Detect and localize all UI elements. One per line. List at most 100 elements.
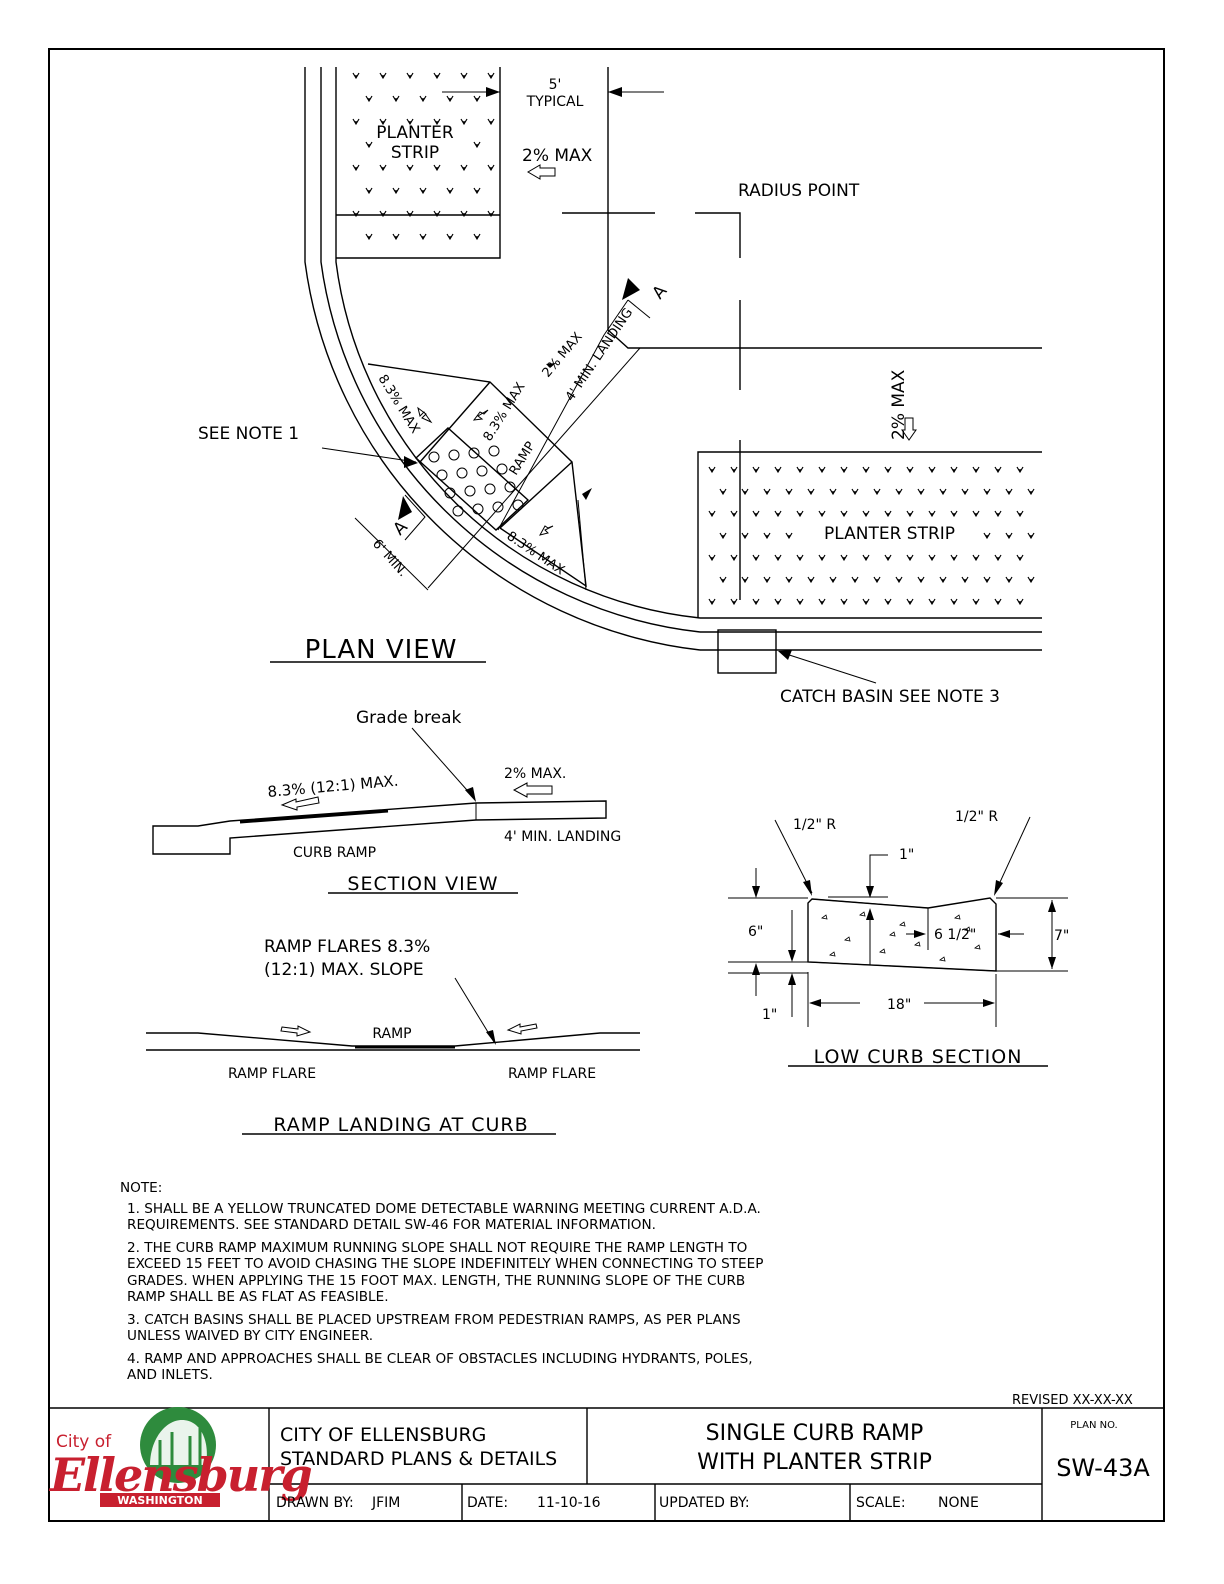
vegetation-mark <box>446 233 454 241</box>
vegetation-mark <box>796 554 804 562</box>
curb-face-line <box>304 67 701 651</box>
vegetation-mark <box>873 488 881 496</box>
vegetation-mark <box>752 510 760 518</box>
sidewalk-edge <box>335 67 701 619</box>
vegetation-mark <box>796 510 804 518</box>
concrete-aggregate <box>939 956 946 962</box>
vegetation-mark <box>796 466 804 474</box>
vegetation-mark <box>785 576 793 584</box>
drawn-by: JFIM <box>372 1495 401 1511</box>
vegetation-mark <box>719 532 727 540</box>
label-flares-2: (12:1) MAX. SLOPE <box>264 960 424 980</box>
vegetation-mark <box>829 576 837 584</box>
truncated-dome <box>476 465 488 477</box>
label-catch-basin: CATCH BASIN SEE NOTE 3 <box>780 687 1000 707</box>
vegetation-mark <box>884 598 892 606</box>
logo-state: WASHINGTON <box>117 1494 203 1507</box>
vegetation-mark <box>392 95 400 103</box>
flare-arrow-left <box>280 1025 312 1037</box>
label-planter-top-1: PLANTER <box>376 123 454 143</box>
vegetation-mark <box>906 554 914 562</box>
vegetation-mark <box>1027 488 1035 496</box>
sheet-title-1: SINGLE CURB RAMP <box>705 1421 924 1446</box>
vegetation-mark <box>460 118 468 126</box>
vegetation-mark <box>419 95 427 103</box>
vegetation-mark <box>884 510 892 518</box>
vegetation-mark <box>829 488 837 496</box>
label-eighteen-in: 18" <box>887 997 911 1013</box>
vegetation-mark <box>487 118 495 126</box>
vegetation-mark <box>460 164 468 172</box>
concrete-aggregate <box>889 931 896 937</box>
low-curb-section: 1/2" R 1/2" R 1" 6" 6 1/2" 7" 1" 18" LOW… <box>728 809 1069 1068</box>
label-flare-left: RAMP FLARE <box>228 1066 316 1082</box>
vegetation-mark <box>406 118 414 126</box>
plan-no: SW-43A <box>1056 1454 1150 1482</box>
truncated-dome <box>504 481 516 493</box>
vegetation-mark <box>446 95 454 103</box>
vegetation-mark <box>950 510 958 518</box>
date-value: 11-10-16 <box>537 1495 601 1511</box>
vegetation-mark <box>446 187 454 195</box>
vegetation-mark <box>785 532 793 540</box>
truncated-dome <box>472 503 484 515</box>
vegetation-mark <box>994 466 1002 474</box>
vegetation-mark <box>884 466 892 474</box>
flare-arrow-right <box>506 1023 538 1035</box>
vegetation-mark <box>352 164 360 172</box>
vegetation-mark <box>392 233 400 241</box>
vegetation-mark <box>473 187 481 195</box>
label-five-ft: 5' <box>549 77 562 93</box>
plan-view-title: PLAN VIEW <box>305 635 458 665</box>
vegetation-mark <box>473 233 481 241</box>
note-item: 2. THE CURB RAMP MAXIMUM RUNNING SLOPE S… <box>127 1239 764 1306</box>
vegetation-mark <box>994 510 1002 518</box>
vegetation-mark <box>983 488 991 496</box>
vegetation-mark <box>460 72 468 80</box>
vegetation-mark <box>365 233 373 241</box>
vegetation-mark <box>1005 576 1013 584</box>
vegetation-mark <box>419 233 427 241</box>
note-item: 3. CATCH BASINS SHALL BE PLACED UPSTREAM… <box>127 1311 741 1345</box>
slope-arrow-ramp <box>280 796 320 811</box>
vegetation-mark <box>873 576 881 584</box>
label-ramp-slope-bottom: 8.3% MAX <box>504 529 567 578</box>
vegetation-mark <box>917 576 925 584</box>
label-six-in: 6" <box>748 924 763 940</box>
vegetation-mark <box>1005 488 1013 496</box>
vegetation-mark <box>983 576 991 584</box>
concrete-aggregate <box>879 948 886 954</box>
vegetation-mark <box>774 554 782 562</box>
vegetation-mark <box>433 72 441 80</box>
truncated-dome <box>496 463 508 475</box>
vegetation-mark <box>994 598 1002 606</box>
revised-date: REVISED XX-XX-XX <box>1012 1393 1133 1408</box>
concrete-aggregate <box>974 944 981 950</box>
vegetation-mark <box>487 164 495 172</box>
vegetation-mark <box>983 532 991 540</box>
concrete-aggregate <box>964 926 971 932</box>
vegetation-mark <box>917 488 925 496</box>
label-one-in-top: 1" <box>899 847 914 863</box>
label-radius-right: 1/2" R <box>955 809 998 825</box>
section-profile <box>152 800 607 855</box>
notes-block: NOTE: 1. SHALL BE A YELLOW TRUNCATED DOM… <box>120 1180 780 1390</box>
vegetation-mark <box>473 141 481 149</box>
vegetation-mark <box>1016 598 1024 606</box>
vegetation-mark <box>928 598 936 606</box>
label-see-note-1: SEE NOTE 1 <box>198 424 299 444</box>
scale-label: SCALE: <box>856 1495 906 1511</box>
label-landing-slope: 2% MAX. <box>504 766 566 782</box>
vegetation-mark <box>433 118 441 126</box>
label-typical: TYPICAL <box>526 94 584 110</box>
vegetation-mark <box>433 210 441 218</box>
truncated-dome <box>428 451 440 463</box>
vegetation-mark <box>862 510 870 518</box>
vegetation-mark <box>379 118 387 126</box>
vegetation-mark <box>752 466 760 474</box>
vegetation-mark <box>365 141 373 149</box>
vegetation-mark <box>719 488 727 496</box>
vegetation-mark <box>972 510 980 518</box>
vegetation-mark <box>708 554 716 562</box>
vegetation-mark <box>379 164 387 172</box>
